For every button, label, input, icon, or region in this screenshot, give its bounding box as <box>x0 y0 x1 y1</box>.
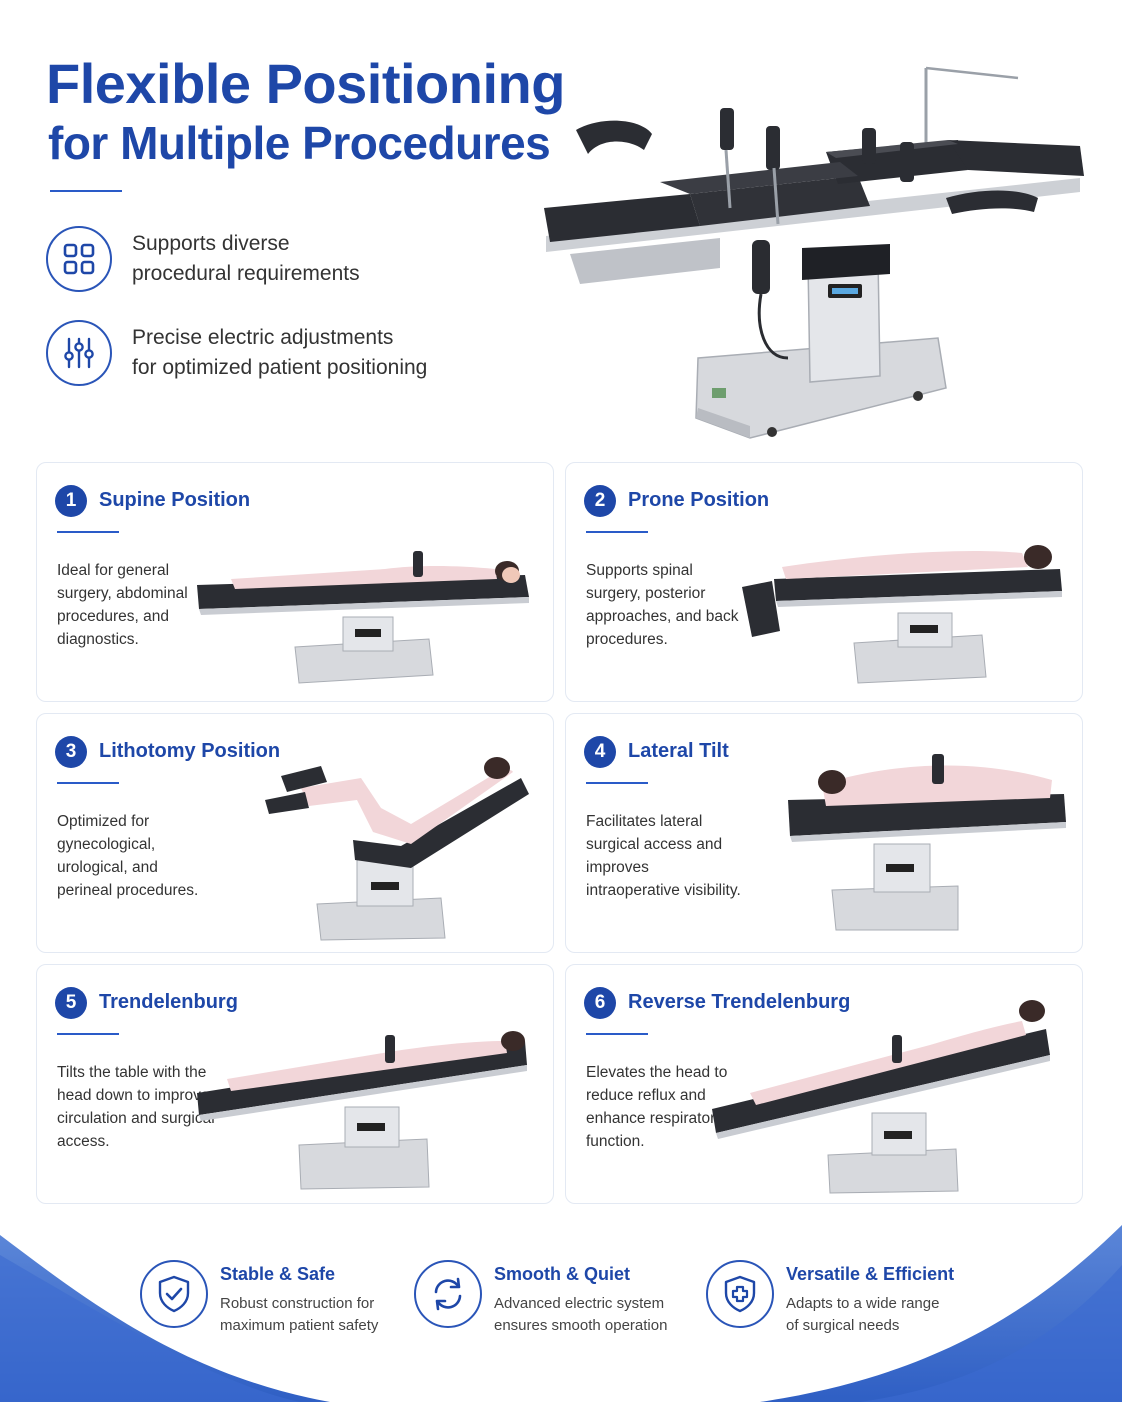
benefit-title: Smooth & Quiet <box>494 1264 630 1284</box>
page-subtitle: for Multiple Procedures <box>48 117 551 169</box>
feature-text: Supports diverse procedural requirements <box>132 229 360 289</box>
grid-icon <box>46 226 112 292</box>
benefit-versatile-efficient: Versatile & Efficient Adapts to a wide r… <box>706 1260 954 1337</box>
lithotomy-position-image <box>265 757 529 941</box>
lateral-tilt-position-image <box>788 754 1066 931</box>
benefit-line: maximum patient safety <box>220 1317 379 1334</box>
position-card-supine: 1 Supine Position Ideal for general surg… <box>36 462 554 702</box>
card-divider <box>586 782 648 784</box>
card-divider <box>586 1033 648 1035</box>
card-divider <box>57 531 119 533</box>
feature-line: Supports diverse <box>132 232 290 255</box>
step-number-badge: 5 <box>55 987 87 1019</box>
benefit-line: Adapts to a wide range <box>786 1295 940 1312</box>
page-title: Flexible Positioning <box>46 52 565 115</box>
feature-electric-adjustments: Precise electric adjustments for optimiz… <box>46 320 427 386</box>
position-description: Facilitates lateral surgical access and … <box>586 813 741 899</box>
step-number-badge: 3 <box>55 736 87 768</box>
feature-text: Precise electric adjustments for optimiz… <box>132 323 427 383</box>
card-divider <box>57 1033 119 1035</box>
benefit-line: ensures smooth operation <box>494 1317 668 1334</box>
benefit-line: Advanced electric system <box>494 1295 665 1312</box>
step-number-badge: 4 <box>584 736 616 768</box>
position-title: Lateral Tilt <box>628 740 729 762</box>
step-number-badge: 6 <box>584 987 616 1019</box>
sliders-icon <box>46 320 112 386</box>
benefit-smooth-quiet: Smooth & Quiet Advanced electric system … <box>414 1260 667 1337</box>
prone-position-image <box>742 545 1062 684</box>
position-title: Prone Position <box>628 489 770 511</box>
benefit-line: Robust construction for <box>220 1295 375 1312</box>
position-description: Optimized for gynecological, urological,… <box>57 813 199 899</box>
position-description: Elevates the head to reduce reflux and e… <box>586 1064 728 1150</box>
position-description: Tilts the table with the head down to im… <box>57 1064 215 1150</box>
benefit-title: Stable & Safe <box>220 1264 336 1284</box>
operating-table-image <box>544 66 1084 439</box>
card-divider <box>57 782 119 784</box>
position-card-prone: 2 Prone Position Supports spinal surgery… <box>565 462 1083 702</box>
supine-position-image <box>197 551 529 684</box>
benefit-description: Adapts to a wide range of surgical needs <box>786 1293 954 1337</box>
benefit-stable-safe: Stable & Safe Robust construction for ma… <box>140 1260 378 1337</box>
position-card-lithotomy: 3 Lithotomy Position Optimized for gynec… <box>36 713 554 953</box>
reverse-trendelenburg-position-image <box>712 1000 1050 1194</box>
footer-wave-background <box>0 1225 1122 1402</box>
feature-line: Precise electric adjustments <box>132 326 394 349</box>
refresh-icon <box>414 1260 482 1328</box>
position-title: Lithotomy Position <box>99 740 281 762</box>
feature-line: procedural requirements <box>132 262 360 285</box>
benefit-line: of surgical needs <box>786 1317 900 1334</box>
position-card-lateral-tilt: 4 Lateral Tilt Facilitates lateral surgi… <box>565 713 1083 953</box>
shield-check-icon <box>140 1260 208 1328</box>
card-divider <box>586 531 648 533</box>
trendelenburg-position-image <box>197 1031 527 1190</box>
shield-plus-icon <box>706 1260 774 1328</box>
position-title: Supine Position <box>99 489 251 511</box>
benefit-description: Robust construction for maximum patient … <box>220 1293 378 1337</box>
position-title: Trendelenburg <box>99 991 238 1013</box>
position-card-reverse-trendelenburg: 6 Reverse Trendelenburg Elevates the hea… <box>565 964 1083 1204</box>
feature-line: for optimized patient positioning <box>132 356 428 379</box>
position-description: Supports spinal surgery, posterior appro… <box>586 562 739 648</box>
position-description: Ideal for general surgery, abdominal pro… <box>57 562 188 648</box>
position-title: Reverse Trendelenburg <box>628 991 851 1013</box>
step-number-badge: 2 <box>584 485 616 517</box>
feature-diverse-procedures: Supports diverse procedural requirements <box>46 226 360 292</box>
step-number-badge: 1 <box>55 485 87 517</box>
benefit-description: Advanced electric system ensures smooth … <box>494 1293 667 1337</box>
position-card-trendelenburg: 5 Trendelenburg Tilts the table with the… <box>36 964 554 1204</box>
title-divider <box>50 190 122 192</box>
benefit-title: Versatile & Efficient <box>786 1264 955 1284</box>
